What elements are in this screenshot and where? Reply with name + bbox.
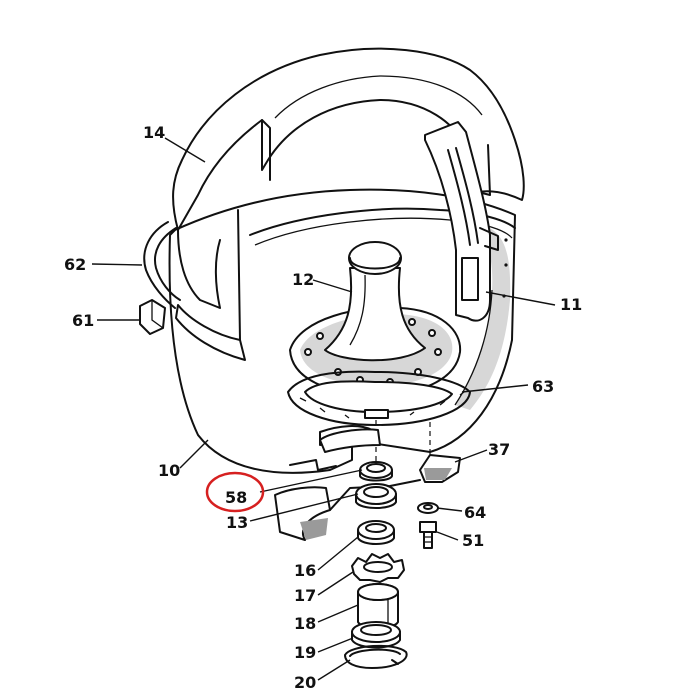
bracket-11 bbox=[424, 121, 499, 322]
hub-12 bbox=[289, 241, 462, 396]
label-37: 37 bbox=[488, 440, 510, 459]
star-washer-17 bbox=[351, 553, 405, 583]
gasket-63 bbox=[287, 370, 471, 426]
label-63: 63 bbox=[532, 377, 554, 396]
seal-58 bbox=[359, 461, 393, 482]
ring-19 bbox=[351, 621, 401, 649]
label-51: 51 bbox=[462, 531, 484, 550]
label-18: 18 bbox=[294, 614, 316, 633]
bushing-16 bbox=[357, 520, 395, 545]
washer-64 bbox=[417, 502, 439, 514]
label-64: 64 bbox=[464, 503, 486, 522]
bearing-13 bbox=[355, 483, 397, 509]
curved-cover bbox=[172, 47, 525, 361]
label-16: 16 bbox=[294, 561, 316, 580]
label-17: 17 bbox=[294, 586, 316, 605]
part-labels: 14 62 61 12 11 63 10 37 58 13 64 51 16 1… bbox=[64, 123, 582, 692]
label-62: 62 bbox=[64, 255, 86, 274]
circlip-20 bbox=[344, 644, 408, 669]
label-13: 13 bbox=[226, 513, 248, 532]
leader-lines bbox=[91, 137, 556, 681]
label-10: 10 bbox=[158, 461, 180, 480]
clip-61 bbox=[139, 299, 166, 335]
bolt-51 bbox=[419, 521, 437, 549]
label-14: 14 bbox=[143, 123, 165, 142]
label-61: 61 bbox=[72, 311, 94, 330]
label-20: 20 bbox=[294, 673, 316, 692]
label-19: 19 bbox=[294, 643, 316, 662]
label-58: 58 bbox=[225, 488, 247, 507]
highlight-circle-58 bbox=[205, 471, 265, 513]
split-ring-37 bbox=[274, 428, 461, 541]
seal-strip bbox=[143, 221, 181, 309]
label-11: 11 bbox=[560, 295, 582, 314]
label-12: 12 bbox=[292, 270, 314, 289]
